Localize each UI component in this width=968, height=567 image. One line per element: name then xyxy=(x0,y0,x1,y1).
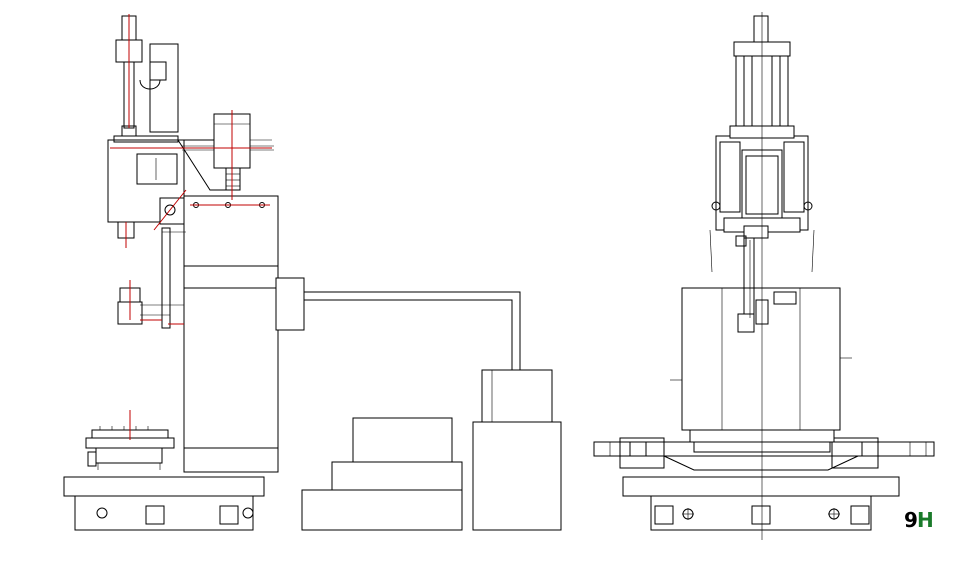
side-cylinder xyxy=(115,14,179,133)
front-rails xyxy=(593,429,935,471)
front-base xyxy=(622,476,900,531)
side-worktable xyxy=(85,410,175,470)
logo-letter: H xyxy=(917,508,934,532)
hydraulic-pipe xyxy=(304,291,521,380)
logo: 9 H xyxy=(904,508,934,532)
hydraulic-unit xyxy=(472,369,562,531)
side-base xyxy=(63,476,265,531)
control-cabinet xyxy=(301,417,463,531)
front-view xyxy=(593,12,935,540)
side-lower-ram xyxy=(117,189,187,329)
side-column xyxy=(183,195,305,473)
front-ram xyxy=(735,225,769,333)
side-view xyxy=(63,14,562,531)
logo-digit: 9 xyxy=(904,508,918,532)
